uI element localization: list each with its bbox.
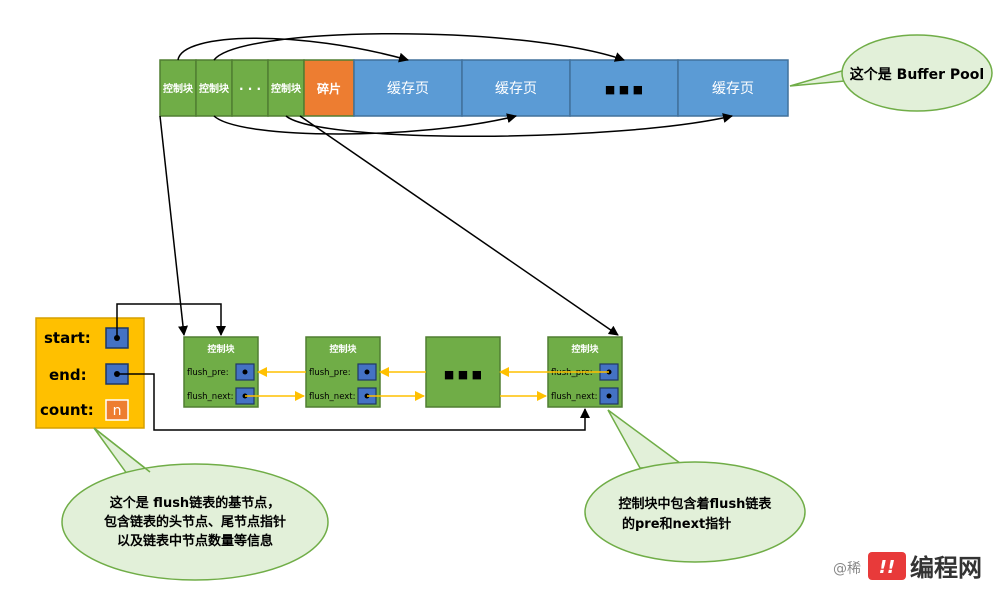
pool-cell-control-ellipsis [231,59,269,117]
pointer-dot [364,369,370,375]
ellipsis-marks: ■ ■ ■ [444,368,482,381]
arc-ellipsis-to-page2 [213,113,517,135]
callout-line-2: 包含链表的头节点、尾节点指针 [104,514,286,530]
pool-cell-label: 控制块 [199,82,230,95]
flush-node-title: 控制块 [329,343,357,355]
flush-pre-label: flush_pre: [551,368,593,378]
flush-next-label: flush_next: [551,392,598,402]
pool-cell-label: · · · [239,82,261,96]
end-label: end: [49,366,87,384]
flush-base-node: start: end: count: n [35,317,145,429]
base-node-callout: 这个是 flush链表的基节点， 包含链表的头节点、尾节点指针 以及链表中节点数… [61,427,329,581]
callout-bubble [61,463,329,581]
pool-bottom-arcs [213,113,733,137]
count-label: count: [40,401,94,419]
pool-cell-page-1 [353,59,463,117]
callout-text: 这个是 Buffer Pool [850,66,984,83]
flush-next-label: flush_next: [309,392,356,402]
watermark-logo-icon [868,552,906,580]
callout-tail [607,409,687,469]
flush-next-label: flush_next: [187,392,234,402]
flush-node-title: 控制块 [571,343,599,355]
flush-node-ellipsis: ■ ■ ■ [425,336,501,408]
watermark-name: 编程网 [910,554,982,582]
watermark-logo: !! [879,557,895,578]
callout-line-2: 的pre和next指针 [622,516,731,532]
pointer-dot [242,369,248,375]
flush-node-title: 控制块 [207,343,235,355]
watermark: @稀 !! 编程网 [833,552,982,582]
pool-cell-label: ■ ■ ■ [605,83,643,96]
pool-cell-label: 控制块 [271,82,302,95]
flush-link-arrows [245,367,609,401]
flush-pre-label: flush_pre: [309,368,351,378]
pointer-dot [606,393,612,399]
callout-bubble [584,461,806,563]
pool-cell-page-3 [677,59,789,117]
arc-control2-to-page-ellipsis [213,33,625,62]
pool-cell-fragment [303,59,355,117]
pool-cell-label: 缓存页 [387,81,429,97]
pool-cell-label: 碎片 [317,81,341,96]
pool-cell-label: 缓存页 [495,81,537,97]
pointer-arrows [116,115,619,431]
watermark-prefix: @稀 [833,561,861,577]
buffer-pool: 控制块 控制块 · · · 控制块 碎片 缓存页 缓存页 ■ ■ ■ 缓存页 [159,59,789,117]
start-label: start: [44,329,91,347]
pool-cell-label: 控制块 [163,82,194,95]
flush-node-box [425,336,501,408]
callout-line-1: 控制块中包含着flush链表 [619,496,773,512]
flush-pre-label: flush_pre: [187,368,229,378]
buffer-pool-callout: 这个是 Buffer Pool [789,34,993,112]
callout-line-3: 以及链表中节点数量等信息 [117,533,273,549]
count-value: n [113,403,122,419]
start-to-head [116,303,226,338]
pool-control3-to-node4 [299,115,619,336]
callout-bubble [841,34,993,112]
pool-control1-to-node1 [159,115,188,336]
end-to-tail [117,373,590,431]
pool-top-arcs [177,33,625,63]
pool-cell-control-1 [159,59,197,117]
pool-cell-page-ellipsis [569,59,679,117]
control-block-callout: 控制块中包含着flush链表 的pre和next指针 [584,409,806,563]
arc-control1-to-page1 [177,37,409,63]
count-cell [105,399,129,421]
callout-line-1: 这个是 flush链表的基节点， [110,495,280,511]
pool-cell-label: 缓存页 [712,81,754,97]
